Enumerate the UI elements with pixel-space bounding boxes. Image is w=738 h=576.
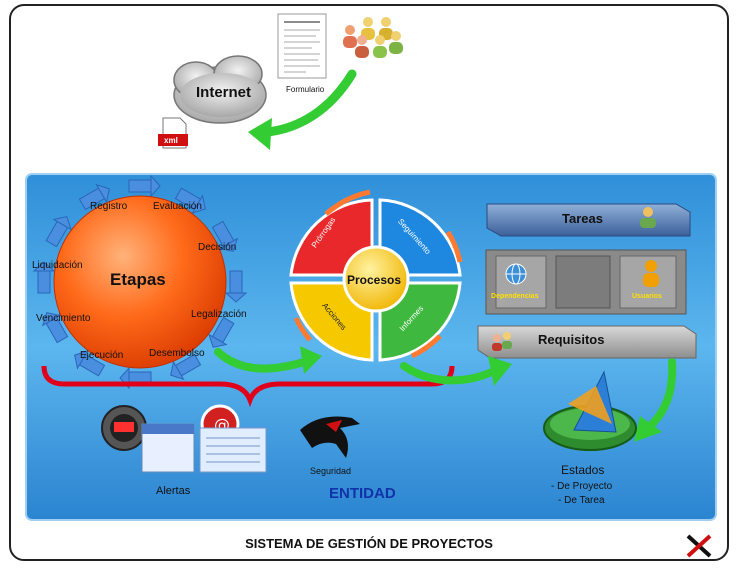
form-label: Formulario [286, 85, 325, 94]
requisitos-label: Requisitos [538, 332, 605, 347]
etapa-vencimiento: Vencimiento [36, 313, 91, 324]
procesos-wheel [289, 189, 463, 362]
tareas-label: Tareas [562, 211, 603, 226]
usuarios-person-icon [643, 260, 659, 287]
etapas-cycle-arrowhead [224, 292, 248, 303]
etapa-evaluacion: Evaluación [153, 201, 202, 212]
internet-cloud-icon [173, 55, 267, 124]
seguridad-logo-icon [300, 416, 360, 458]
etapa-decision: Decisión [198, 242, 237, 253]
estados-icon [543, 370, 637, 451]
dependencias-label: Dependencias [491, 293, 539, 300]
corner-logo-icon [686, 534, 712, 558]
etapas-cycle-arrowhead [95, 183, 110, 204]
etapas-cycle-arrowhead [32, 261, 56, 272]
form-document-icon [277, 13, 327, 79]
etapas-cycle [32, 174, 248, 390]
procesos-center-label: Procesos [347, 273, 402, 287]
alertas-label: Alertas [156, 485, 191, 497]
arrow-etapas-to-procesos [214, 346, 322, 374]
requisitos-people-icon [492, 332, 512, 351]
users-group-icon [343, 17, 403, 58]
xml-file-icon [158, 117, 188, 149]
etapa-desembolso: Desembolso [149, 348, 205, 359]
arrow-procesos-to-requisitos [400, 356, 512, 386]
etapa-registro: Registro [90, 201, 128, 212]
etapas-cycle-arrowhead [41, 312, 62, 327]
estados-label: Estados [561, 463, 605, 477]
arrow-to-xml [248, 69, 357, 150]
alertas-devices-icon: @ [101, 404, 267, 473]
etapa-legalizacion: Legalización [191, 309, 247, 320]
xml-badge-label: xml [164, 136, 178, 145]
etapa-liquidacion: Liquidación [32, 260, 83, 271]
diagram-title: SISTEMA DE GESTIÓN DE PROYECTOS [245, 536, 493, 551]
tareas-person-icon [640, 207, 656, 228]
etapas-cycle-arrowhead [150, 174, 161, 198]
etapa-ejecucion: Ejecución [80, 350, 124, 361]
etapas-cycle-arrow [229, 270, 243, 294]
etapas-center-label: Etapas [110, 270, 166, 289]
etapas-cycle-arrowhead [208, 333, 228, 348]
estado-proyecto: - De Proyecto [551, 481, 613, 492]
etapas-cycle-arrowhead [218, 237, 239, 252]
etapas-cycle-arrowhead [74, 350, 89, 370]
dependencias-globe-icon [505, 263, 527, 285]
etapas-cycle-arrowhead [52, 216, 72, 231]
tareas-bar [486, 203, 691, 237]
entidad-label: ENTIDAD [329, 485, 396, 502]
requisitos-bar [477, 325, 697, 359]
seguridad-label: Seguridad [310, 466, 352, 476]
etapas-cycle-arrowhead [170, 360, 185, 381]
internet-label: Internet [196, 84, 252, 101]
estado-tarea: - De Tarea [558, 495, 605, 506]
etapas-cycle-arrow [128, 179, 152, 193]
etapas-cycle-arrowhead [191, 194, 206, 214]
arrow-requisitos-to-estados [634, 358, 677, 442]
usuarios-label: Usuarios [632, 293, 662, 300]
etapas-cycle-arrow [37, 270, 51, 294]
